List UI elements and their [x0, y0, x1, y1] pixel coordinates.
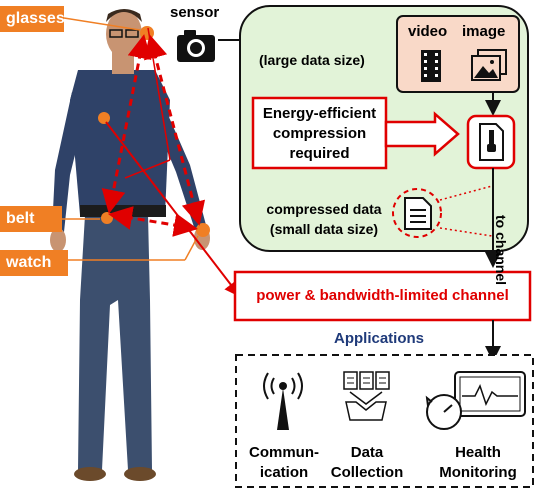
belt-dot	[101, 212, 113, 224]
link-chest-channel	[105, 121, 241, 298]
app-health-line-2: Monitoring	[439, 464, 517, 481]
glasses-tag: glasses	[0, 6, 65, 32]
documents-icon	[343, 371, 390, 421]
watch-dot	[196, 223, 210, 237]
compression-arrow	[384, 111, 460, 157]
dotted-link-top	[439, 185, 493, 201]
zip-file-icon	[479, 123, 504, 161]
image-icon	[471, 49, 507, 81]
compression-note-box	[251, 96, 388, 170]
heart-monitor-icon	[425, 371, 526, 430]
compressed-line-1: compressed data	[266, 201, 382, 217]
compression-note: Energy-efficient compression required	[253, 104, 386, 164]
chest-dot	[98, 112, 110, 124]
link-glasses-arm	[147, 27, 171, 161]
large-data-label: (large data size)	[259, 52, 365, 68]
camera-icon	[177, 30, 215, 62]
compressed-circle	[392, 188, 442, 238]
applications-title: Applications	[334, 330, 425, 347]
channel-label: power & bandwidth-limited channel	[256, 287, 509, 304]
link-belt-watch	[108, 206, 198, 237]
compression-note-line-3: required	[289, 145, 350, 162]
link-arm-body	[124, 159, 171, 179]
belt-tag: belt	[0, 206, 62, 232]
glasses-dot	[140, 26, 154, 40]
compressed-line-2: (small data size)	[269, 221, 379, 237]
compressed-data-label: compressed data (small data size)	[255, 199, 393, 239]
person-figure	[50, 9, 210, 481]
app-data-collection: Data Collection	[326, 443, 408, 483]
video-label: video	[408, 23, 448, 40]
app-communication-line-1: Commun-	[249, 444, 319, 461]
app-data-collection-line-1: Data	[350, 444, 384, 461]
document-icon	[404, 197, 432, 230]
app-health-line-1: Health	[455, 444, 501, 461]
watch-tag: watch	[0, 250, 68, 276]
image-label: image	[462, 23, 506, 40]
app-communication: Commun- ication	[244, 443, 324, 483]
film-icon	[421, 50, 441, 82]
to-channel-label: to channel	[493, 215, 509, 286]
sensor-label: sensor	[170, 4, 220, 21]
app-communication-line-2: ication	[259, 464, 309, 481]
link-glasses-belt	[101, 34, 152, 214]
app-health-monitoring: Health Monitoring	[428, 443, 528, 483]
glasses-leader	[63, 17, 141, 31]
dotted-link-bottom	[439, 227, 493, 237]
compression-note-line-1: Energy-efficient	[262, 105, 377, 122]
app-data-collection-line-2: Collection	[330, 464, 404, 481]
antenna-icon	[263, 372, 303, 430]
channel-box	[233, 270, 532, 322]
compression-note-line-2: compression	[272, 125, 367, 142]
